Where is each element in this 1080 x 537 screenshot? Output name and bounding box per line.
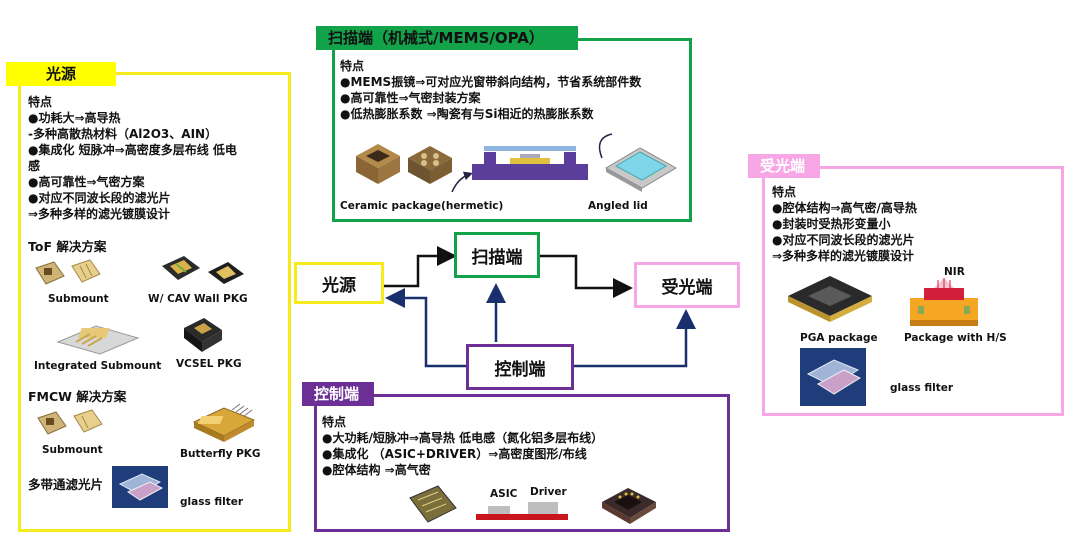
receiver-feature-4: ⇒多种多样的滤光镀膜设计 bbox=[772, 249, 915, 263]
integrated-submount-image bbox=[56, 325, 140, 355]
receiver-tag: 受光端 bbox=[748, 154, 820, 178]
cav-wall-pkg-label: W/ CAV Wall PKG bbox=[148, 293, 248, 305]
tof-submount-label: Submount bbox=[48, 293, 109, 305]
flow-node-scanner: 扫描端 bbox=[454, 232, 540, 278]
butterfly-pkg-label: Butterfly PKG bbox=[180, 448, 261, 460]
light-source-panel bbox=[18, 72, 291, 532]
light-source-feature-6: ●对应不同波长段的滤光片 bbox=[28, 191, 171, 205]
receiver-feature-3: ●对应不同波长段的滤光片 bbox=[772, 233, 915, 247]
package-with-hs-label: Package with H/S bbox=[904, 332, 1007, 344]
receiver-feature-1: ●腔体结构⇒高气密/高导热 bbox=[772, 201, 917, 215]
receiver-feature-2: ●封装时受热形变量小 bbox=[772, 217, 891, 231]
glass-filter-image bbox=[112, 466, 168, 508]
light-source-feature-1: ●功耗大⇒高导热 bbox=[28, 111, 121, 125]
driver-label: Driver bbox=[530, 486, 567, 498]
asic-label: ASIC bbox=[490, 488, 518, 500]
scanner-tag: 扫描端（机械式/MEMS/OPA） bbox=[316, 26, 578, 50]
light-source-feature-7: ⇒多种多样的滤光镀膜设计 bbox=[28, 207, 171, 221]
cav-wall-pkg-image bbox=[162, 256, 244, 284]
scanner-panel bbox=[332, 38, 692, 222]
vcsel-pkg-image bbox=[184, 318, 222, 352]
submount-image bbox=[35, 259, 101, 285]
scanner-feature-3: ●低热膨胀系数 ⇒陶瓷有与Si相近的热膨胀系数 bbox=[340, 107, 594, 121]
flow-node-receiver: 受光端 bbox=[634, 262, 740, 308]
nir-label: NIR bbox=[944, 266, 965, 278]
light-source-tag: 光源 bbox=[6, 62, 116, 86]
light-source-feature-4: 感 bbox=[28, 159, 41, 173]
light-source-feature-3: ●集成化 短脉冲⇒高密度多层布线 低电 bbox=[28, 143, 237, 157]
scanner-feature-2: ●高可靠性⇒气密封装方案 bbox=[340, 91, 481, 105]
receiver-features-title: 特点 bbox=[772, 185, 797, 199]
control-features-title: 特点 bbox=[322, 415, 347, 429]
control-feature-2: ●集成化 （ASIC+DRIVER）⇒高密度图形/布线 bbox=[322, 447, 587, 461]
asic-driver-image bbox=[476, 502, 568, 520]
fmcw-submount-label: Submount bbox=[42, 444, 103, 456]
light-source-feature-5: ●高可靠性⇒气密方案 bbox=[28, 175, 145, 189]
light-source-feature-2: -多种高散热材料（Al2O3、AIN） bbox=[28, 127, 218, 141]
butterfly-pkg-image bbox=[192, 403, 256, 442]
control-feature-3: ●腔体结构 ⇒高气密 bbox=[322, 463, 431, 477]
fmcw-submount-image bbox=[37, 409, 103, 435]
scanner-features-title: 特点 bbox=[340, 59, 365, 73]
light-source-features-title: 特点 bbox=[28, 95, 53, 109]
angled-lid-image bbox=[598, 133, 678, 192]
cavity-package-image bbox=[602, 488, 656, 524]
control-feature-1: ●大功耗/短脉冲⇒高导热 低电感（氮化铝多层布线） bbox=[322, 431, 604, 445]
control-board-image bbox=[409, 485, 457, 523]
integrated-submount-label: Integrated Submount bbox=[34, 360, 162, 372]
flow-node-control: 控制端 bbox=[466, 344, 574, 390]
angled-lid-label: Angled lid bbox=[588, 200, 648, 212]
filter-title: 多带通滤光片 bbox=[28, 477, 104, 492]
receiver-glass-filter-image bbox=[800, 348, 866, 406]
control-tag: 控制端 bbox=[302, 382, 374, 406]
pga-package-image bbox=[788, 276, 872, 322]
tof-title: ToF 解决方案 bbox=[28, 239, 107, 254]
ceramic-package-image bbox=[356, 144, 452, 184]
glass-filter-label: glass filter bbox=[180, 496, 244, 508]
ceramic-package-label: Ceramic package(hermetic) bbox=[340, 200, 504, 212]
vcsel-pkg-label: VCSEL PKG bbox=[176, 358, 242, 370]
mems-cross-section-image bbox=[451, 146, 588, 193]
package-with-hs-image bbox=[910, 278, 978, 326]
pga-package-label: PGA package bbox=[800, 332, 878, 344]
control-panel bbox=[314, 394, 730, 532]
fmcw-title: FMCW 解决方案 bbox=[28, 389, 127, 404]
scanner-feature-1: ●MEMS振镜⇒可对应光窗带斜向结构，节省系统部件数 bbox=[340, 75, 642, 89]
flow-node-light-source: 光源 bbox=[294, 262, 384, 304]
receiver-glass-filter-label: glass filter bbox=[890, 382, 954, 394]
